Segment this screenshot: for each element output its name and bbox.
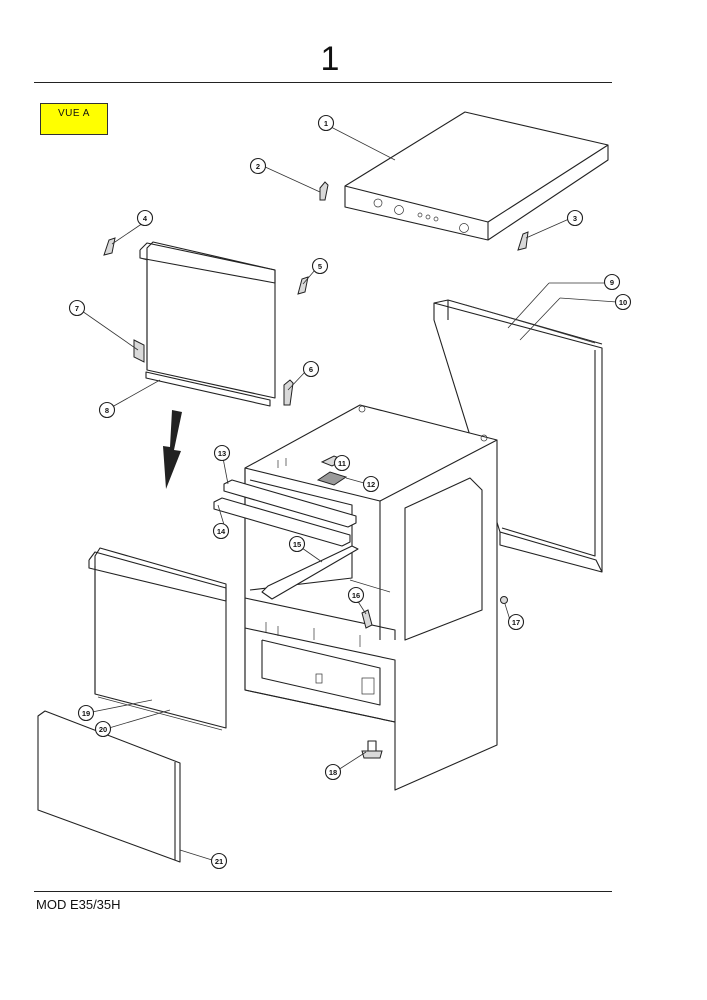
wash-arm-15 xyxy=(261,545,359,600)
svg-text:19: 19 xyxy=(82,709,90,718)
callout-19: 19 xyxy=(77,704,95,722)
svg-text:8: 8 xyxy=(105,406,109,415)
svg-text:7: 7 xyxy=(75,304,79,313)
callout-8: 8 xyxy=(98,401,116,419)
callout-5: 5 xyxy=(311,257,329,275)
svg-text:15: 15 xyxy=(293,540,301,549)
svg-text:14: 14 xyxy=(217,527,226,536)
svg-text:4: 4 xyxy=(143,214,148,223)
svg-text:1: 1 xyxy=(324,119,328,128)
svg-text:17: 17 xyxy=(512,618,520,627)
svg-text:13: 13 xyxy=(218,449,226,458)
callout-17: 17 xyxy=(507,613,525,631)
side-panel xyxy=(433,299,603,573)
svg-text:3: 3 xyxy=(573,214,577,223)
callout-9: 9 xyxy=(603,273,621,291)
part-12 xyxy=(316,471,348,486)
door xyxy=(88,547,227,731)
page-number: 1 xyxy=(320,40,340,78)
svg-text:18: 18 xyxy=(329,768,337,777)
foot-18 xyxy=(361,740,383,759)
svg-text:12: 12 xyxy=(367,480,375,489)
callout-13: 13 xyxy=(213,444,231,462)
svg-text:5: 5 xyxy=(318,262,322,271)
svg-text:6: 6 xyxy=(309,365,313,374)
svg-text:20: 20 xyxy=(99,725,107,734)
rail-14 xyxy=(213,497,351,547)
bracket-4 xyxy=(103,237,116,256)
upper-front-panel xyxy=(133,241,294,407)
callout-7: 7 xyxy=(68,299,86,317)
callout-1: 1 xyxy=(317,114,335,132)
callouts: 1 2 3 4 5 6 7 8 9 10 11 12 13 14 15 16 1… xyxy=(68,114,632,870)
callout-12: 12 xyxy=(362,475,380,493)
part-17 xyxy=(500,596,508,604)
callout-21: 21 xyxy=(210,852,228,870)
callout-15: 15 xyxy=(288,535,306,553)
direction-arrow-icon xyxy=(163,410,182,489)
cabinet-body xyxy=(244,404,498,791)
svg-text:11: 11 xyxy=(338,459,346,468)
top-cover xyxy=(344,111,609,241)
model-label: MOD E35/35H xyxy=(36,897,121,912)
view-label: VUE A xyxy=(40,103,108,135)
svg-text:16: 16 xyxy=(352,591,360,600)
callout-3: 3 xyxy=(566,209,584,227)
callout-11: 11 xyxy=(333,454,351,472)
bracket-3 xyxy=(517,231,529,251)
part-16 xyxy=(361,609,373,629)
callout-14: 14 xyxy=(212,522,230,540)
svg-text:2: 2 xyxy=(256,162,260,171)
rail-13 xyxy=(223,479,357,528)
lower-panel xyxy=(37,710,181,863)
callout-18: 18 xyxy=(324,763,342,781)
callout-10: 10 xyxy=(614,293,632,311)
bracket-2 xyxy=(319,181,329,201)
callout-6: 6 xyxy=(302,360,320,378)
header-rule xyxy=(34,82,612,83)
callout-20: 20 xyxy=(94,720,112,738)
svg-text:21: 21 xyxy=(215,857,223,866)
footer-rule xyxy=(34,891,612,892)
callout-2: 2 xyxy=(249,157,267,175)
svg-text:9: 9 xyxy=(610,278,614,287)
svg-text:10: 10 xyxy=(619,298,627,307)
callout-16: 16 xyxy=(347,586,365,604)
callout-4: 4 xyxy=(136,209,154,227)
